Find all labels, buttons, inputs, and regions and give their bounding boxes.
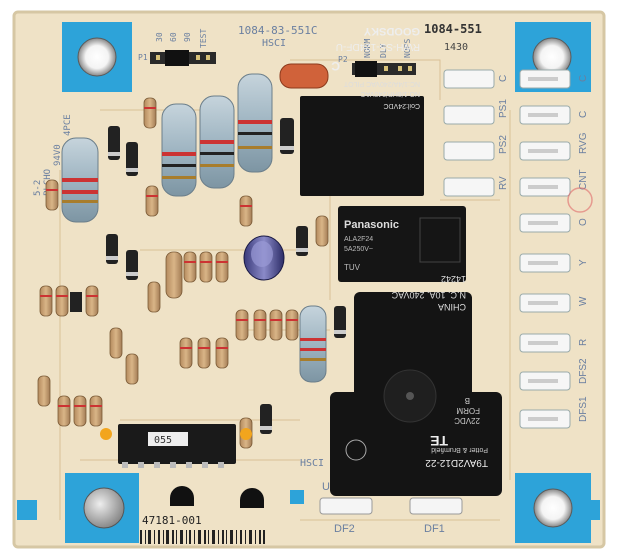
power-resistor (161, 103, 197, 197)
svg-text:Coil:24VDC: Coil:24VDC (383, 102, 420, 109)
spade-terminal-rv[interactable]: RV (443, 176, 509, 197)
svg-text:Potter & Brumfield: Potter & Brumfield (431, 446, 488, 453)
svg-text:Panasonic: Panasonic (344, 219, 399, 231)
terminal-label: DFS1 (578, 396, 589, 422)
terminal-df1[interactable]: DF1 (409, 497, 463, 535)
spade-terminal-w[interactable]: W (519, 293, 589, 313)
relay-panasonic: Panasonic ALA2F24 5A250V~ TUV (338, 206, 466, 282)
part-number-bottom: 47181-001 (142, 514, 202, 527)
terminal-label: PS2 (498, 135, 509, 154)
svg-text:ALA2F24: ALA2F24 (344, 236, 373, 243)
part-number-top: 1084-83-551C (238, 24, 317, 37)
capacitor-c1 (279, 63, 329, 89)
corner-pad-bottom-right (515, 473, 591, 543)
terminal-label: O (578, 218, 589, 226)
svg-text:NORM: NORM (363, 39, 372, 58)
power-resistor (199, 95, 235, 189)
svg-text:30: 30 (155, 32, 164, 42)
terminal-label: RVG (578, 132, 589, 154)
svg-text:4PCE: 4PCE (63, 114, 73, 136)
power-resistor (61, 137, 99, 223)
terminal-label: C (498, 75, 509, 82)
electrolytic-capacitor (243, 235, 285, 281)
svg-text:TEST: TEST (199, 29, 208, 48)
power-resistor (299, 305, 327, 383)
part-number-right: 1084-551 (424, 22, 482, 36)
relay-te: CHINA N.C. 10A, 240VAC 14242 T9AV2D12-22… (330, 274, 502, 496)
hsci-top: HSCI (262, 38, 286, 49)
spade-terminal-ps1[interactable]: PS1 (443, 99, 509, 125)
terminal-label: Y (578, 259, 589, 266)
svg-text:P1: P1 (138, 53, 148, 62)
svg-text:90: 90 (183, 32, 192, 42)
spade-terminal-y[interactable]: Y (519, 253, 589, 273)
terminal-df2[interactable]: DF2 (319, 497, 373, 535)
terminal-label: CNT (578, 169, 589, 190)
svg-text:N.C. 10A, 240VAC: N.C. 10A, 240VAC (391, 290, 466, 300)
relay-goodsky: Coil:24VDC NO:1/8HP/240VAC NC:1/4A/240VA… (300, 25, 424, 196)
svg-text:DLY: DLY (379, 43, 388, 58)
svg-text:TE: TE (430, 433, 448, 449)
terminal-label: C (578, 75, 589, 82)
barcode (140, 530, 265, 544)
spade-terminal-o[interactable]: O (519, 213, 589, 233)
transistor-q2 (240, 488, 264, 508)
svg-text:TUV: TUV (344, 263, 361, 272)
svg-text:14242: 14242 (441, 274, 466, 284)
hsci-bottom: HSCI (300, 458, 324, 469)
spade-terminal-c[interactable]: C (519, 69, 589, 89)
svg-text:NOPS: NOPS (403, 39, 412, 58)
terminal-label: R (578, 339, 589, 346)
svg-text:NO:1/8HP/240VAC: NO:1/8HP/240VAC (361, 90, 420, 97)
spade-terminal-cnt[interactable]: CNT (519, 169, 589, 197)
svg-text:T9AV2D12-22: T9AV2D12-22 (425, 457, 488, 468)
svg-text:60: 60 (169, 32, 178, 42)
ic-chip: 055 (118, 424, 236, 468)
spade-terminal-c[interactable]: C (519, 105, 589, 125)
svg-text:DF1: DF1 (424, 523, 445, 535)
jumper-p2[interactable]: NORM DLY NOPS P2 (338, 39, 416, 77)
svg-text:C: C (331, 59, 340, 73)
svg-text:B: B (465, 396, 470, 405)
spade-terminal-dfs2[interactable]: DFS2 (519, 358, 589, 391)
svg-text:GOODSKY: GOODSKY (363, 25, 420, 37)
terminal-label: RV (498, 176, 509, 190)
terminal-label: DFS2 (578, 358, 589, 384)
spade-terminal-ps2[interactable]: PS2 (443, 135, 509, 161)
svg-text:5A250V~: 5A250V~ (344, 246, 373, 253)
spade-terminal-rvg[interactable]: RVG (519, 132, 589, 161)
jumper-p1[interactable]: 30 60 90 TEST P1 (138, 29, 216, 66)
svg-text:22VDC: 22VDC (454, 416, 480, 425)
date-code: 1430 (444, 42, 468, 53)
svg-text:94V0: 94V0 (53, 144, 63, 166)
corner-pad-top-left (62, 22, 132, 92)
spade-terminal-r[interactable]: R (519, 333, 589, 353)
spade-terminal-dfs1[interactable]: DFS1 (519, 396, 589, 429)
svg-text:CHINA: CHINA (438, 302, 466, 312)
svg-text:RWH-SS-124DF-U: RWH-SS-124DF-U (336, 41, 420, 52)
spade-terminal-c[interactable]: C (443, 69, 509, 89)
svg-text:DF2: DF2 (334, 523, 355, 535)
transistor-q1 (170, 486, 194, 506)
svg-text:5-2: 5-2 (33, 180, 43, 196)
corner-pad-bottom-left (65, 473, 139, 543)
terminal-label: W (578, 296, 589, 306)
terminal-label: PS1 (498, 99, 509, 118)
terminal-label: C (578, 111, 589, 118)
svg-text:P2: P2 (338, 55, 348, 64)
svg-text:FORM: FORM (456, 406, 480, 415)
svg-text:NC:1/4A/240VAC PILOT: NC:1/4A/240VAC PILOT (343, 80, 420, 87)
svg-text:055: 055 (154, 435, 172, 446)
power-resistor (237, 73, 273, 173)
diodes (106, 118, 346, 434)
